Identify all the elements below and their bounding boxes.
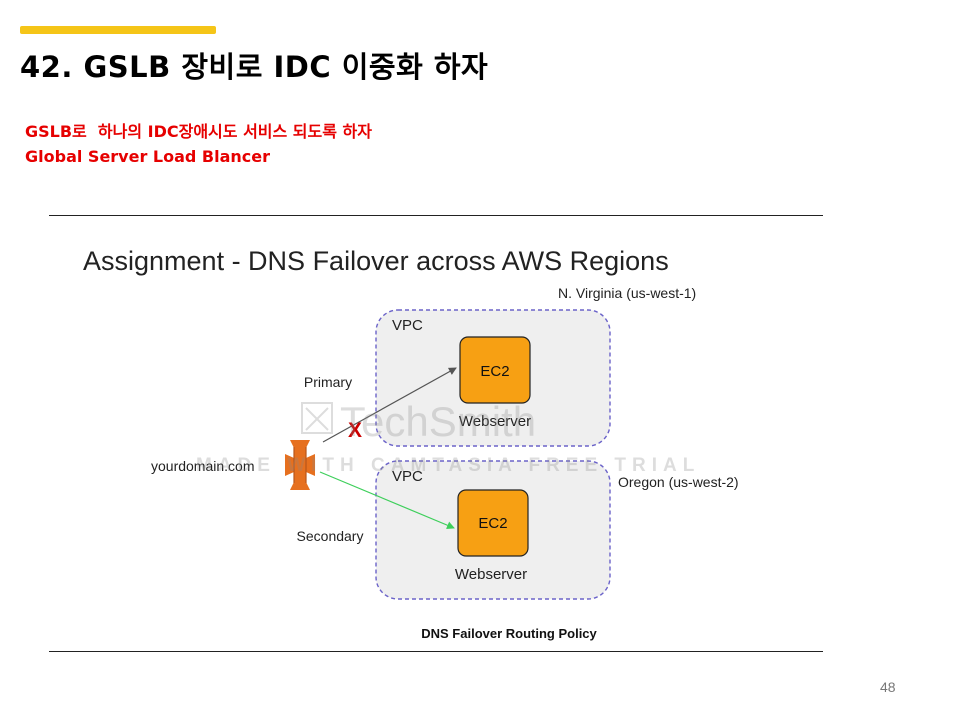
- subtitle-line-korean: GSLB로 하나의 IDC장애시도 서비스 되도록 하자: [25, 122, 372, 141]
- watermark-banner-text: MADE WITH CAMTASIA FREE TRIAL: [196, 455, 700, 476]
- secondary-route-arrow: [319, 471, 455, 529]
- secondary-route-label: Secondary: [297, 528, 364, 544]
- primary-failed-marker: X: [348, 419, 362, 442]
- primary-vpc-label: VPC: [392, 317, 423, 334]
- secondary-vpc-label: VPC: [392, 468, 423, 485]
- primary-region-label: N. Virginia (us-west-1): [558, 285, 696, 301]
- primary-webserver-label: Webserver: [459, 413, 531, 430]
- slide-title: 42. GSLB 장비로 IDC 이중화 하자: [20, 50, 489, 84]
- diagram-caption: DNS Failover Routing Policy: [421, 626, 597, 641]
- diagram-top-rule: [49, 215, 823, 216]
- techsmith-logo-icon: [301, 402, 333, 434]
- domain-label: yourdomain.com: [151, 458, 255, 474]
- primary-ec2-label: EC2: [480, 363, 509, 380]
- secondary-ec2-box: [457, 489, 529, 557]
- secondary-webserver-label: Webserver: [455, 566, 527, 583]
- secondary-ec2-label: EC2: [478, 515, 507, 532]
- primary-route-arrow: [322, 367, 457, 443]
- page-number: 48: [880, 679, 896, 695]
- title-accent-bar: [20, 26, 216, 34]
- primary-ec2-box: [459, 336, 531, 404]
- diagram-title: Assignment - DNS Failover across AWS Reg…: [83, 246, 669, 276]
- watermark-logo-text: TechSmith: [340, 398, 536, 445]
- subtitle-line-english: Global Server Load Blancer: [25, 147, 271, 166]
- secondary-region-label: Oregon (us-west-2): [618, 474, 739, 490]
- primary-route-label: Primary: [304, 374, 352, 390]
- techsmith-watermark: TechSmith MADE WITH CAMTASIA FREE TRIAL: [196, 398, 700, 476]
- diagram-bottom-rule: [49, 651, 823, 652]
- route53-icon: [285, 440, 315, 490]
- slide-subtitle: GSLB로 하나의 IDC장애시도 서비스 되도록 하자 Global Serv…: [25, 119, 372, 169]
